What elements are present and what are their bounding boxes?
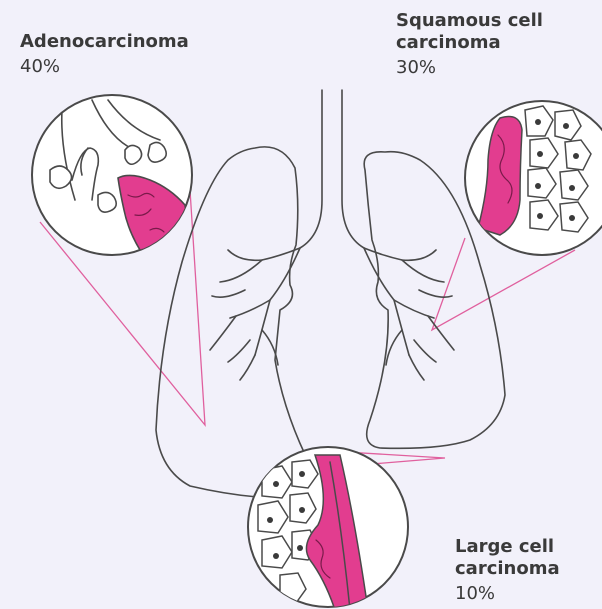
squamous-percent: 30%	[396, 57, 596, 79]
squamous-title: Squamous cell carcinoma	[396, 10, 543, 53]
trachea-left-wall	[300, 90, 322, 248]
squamous-label: Squamous cell carcinoma 30%	[396, 10, 596, 79]
lungs	[156, 90, 505, 498]
adenocarcinoma-percent: 40%	[20, 56, 189, 78]
adenocarcinoma-label: Adenocarcinoma 40%	[20, 31, 189, 78]
trachea-right-wall	[342, 90, 364, 248]
large-cell-magnifier	[248, 447, 408, 609]
large-cell-percent: 10%	[455, 583, 595, 605]
adenocarcinoma-title: Adenocarcinoma	[20, 31, 189, 52]
adenocarcinoma-magnifier	[32, 95, 192, 255]
left-bronchus-upper	[228, 248, 300, 260]
large-cell-title: Large cell carcinoma	[455, 536, 560, 579]
squamous-magnifier	[465, 101, 602, 255]
large-cell-label: Large cell carcinoma 10%	[455, 536, 595, 605]
